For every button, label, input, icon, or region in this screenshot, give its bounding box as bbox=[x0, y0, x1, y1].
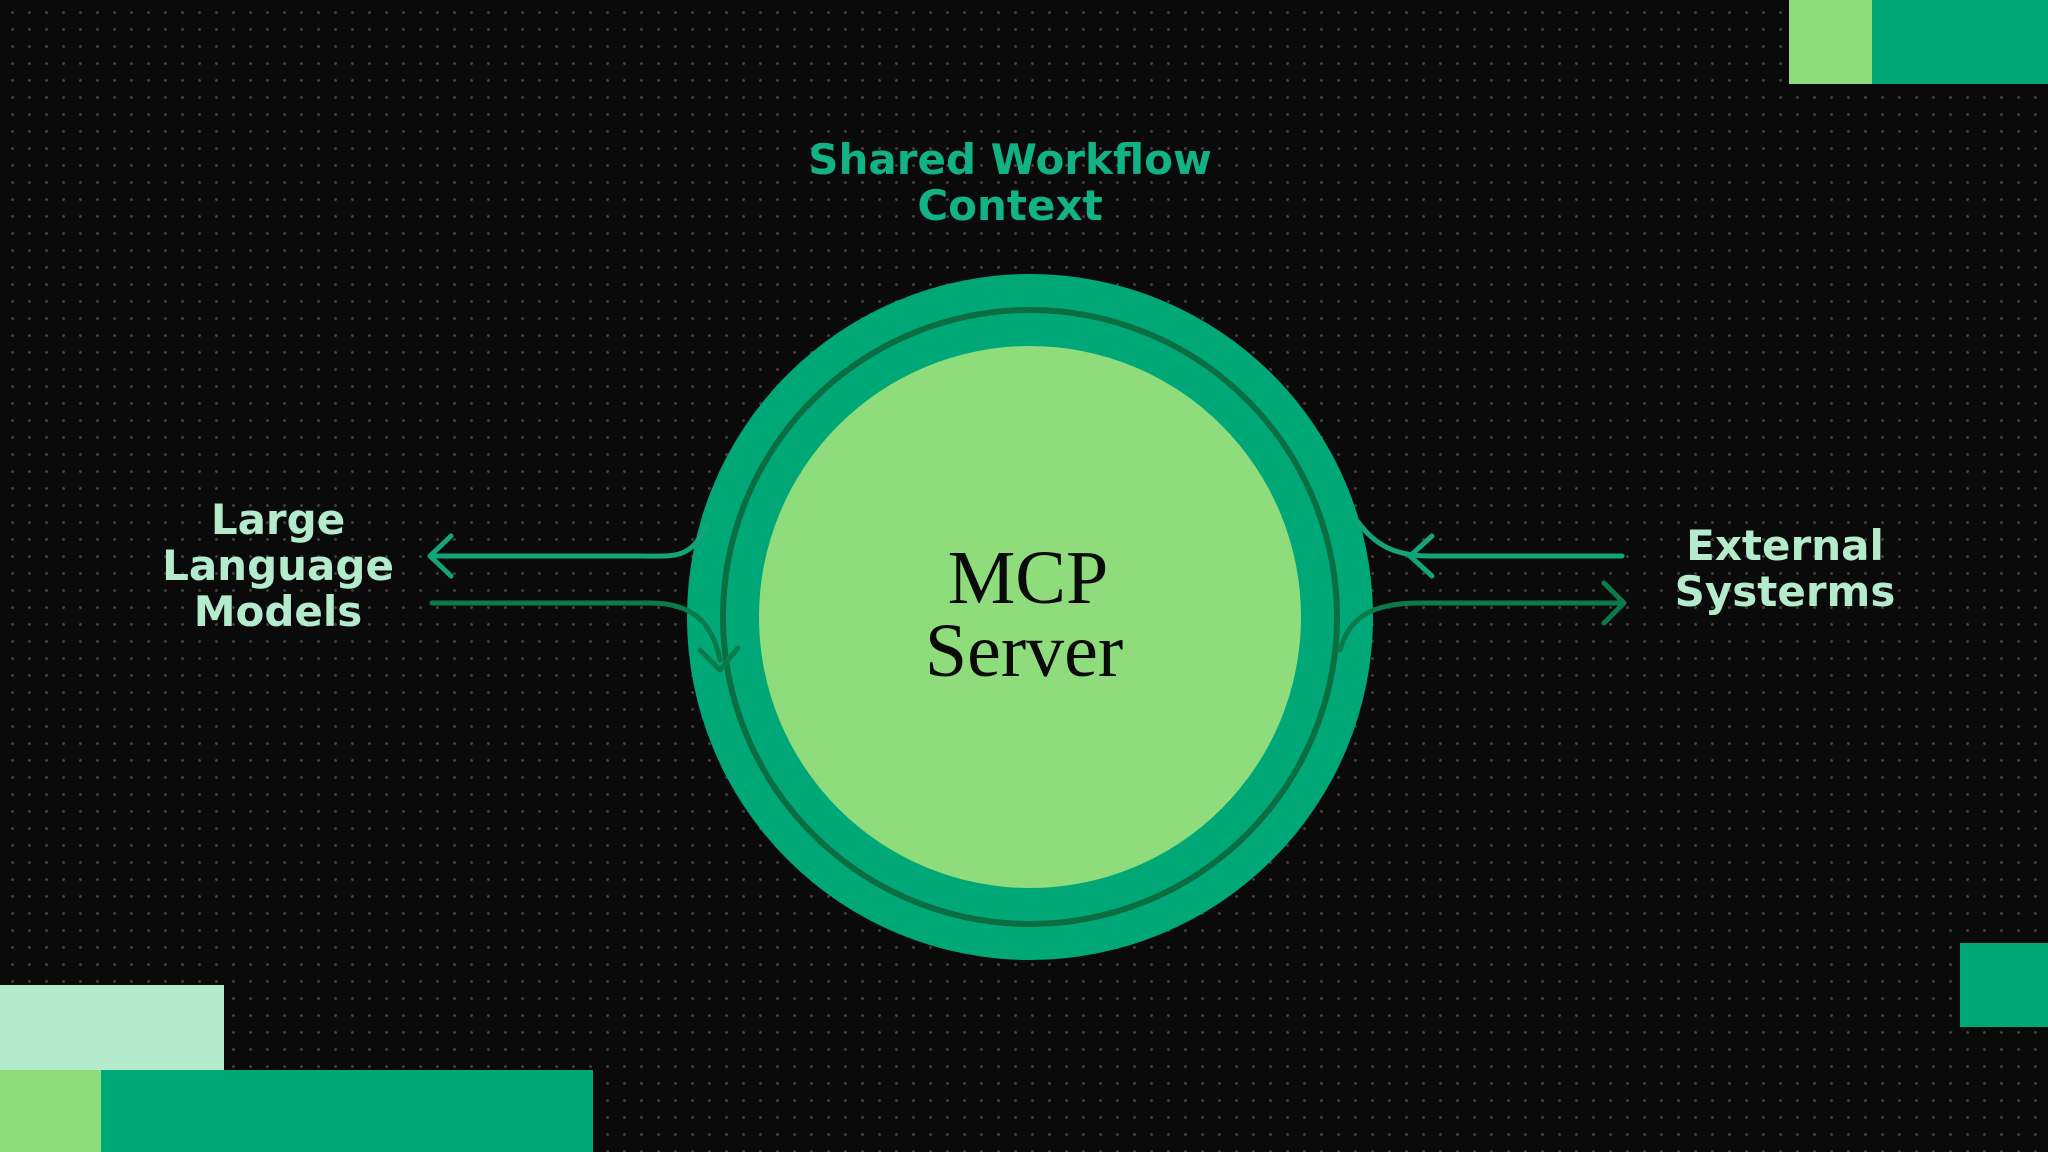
right-arrowhead-to-server-icon bbox=[1407, 533, 1435, 579]
right-connections bbox=[1337, 519, 1627, 653]
left-arrow-to-models bbox=[429, 522, 710, 559]
top-right-lime-block bbox=[1789, 0, 1872, 84]
server-title-line2: Server bbox=[925, 609, 1123, 693]
external-systems-label: External Systerms bbox=[1674, 521, 1896, 617]
left-arrowhead-to-models-icon bbox=[427, 533, 454, 579]
server-node: MCP Server bbox=[687, 274, 1373, 960]
server-title-line1: MCP bbox=[948, 536, 1109, 620]
bottom-left-teal-block bbox=[101, 1070, 593, 1152]
right-arrow-to-systems bbox=[1337, 600, 1625, 653]
left-connections bbox=[427, 522, 741, 673]
right-teal-block bbox=[1960, 943, 2048, 1027]
inner-ring-line bbox=[720, 307, 1340, 927]
right-arrow-to-server bbox=[1355, 519, 1625, 559]
shared-context-label: Shared Workflow Context bbox=[808, 135, 1212, 231]
llm-label: Large Language Models bbox=[162, 495, 394, 637]
left-arrow-to-server bbox=[429, 600, 723, 663]
core-circle bbox=[759, 346, 1301, 888]
bottom-left-lime-block bbox=[0, 1070, 101, 1152]
left-arrowhead-to-server-icon bbox=[697, 645, 741, 673]
top-right-teal-block bbox=[1872, 0, 2048, 84]
bottom-left-mint-block bbox=[0, 985, 224, 1070]
right-arrowhead-to-systems-icon bbox=[1601, 580, 1627, 626]
